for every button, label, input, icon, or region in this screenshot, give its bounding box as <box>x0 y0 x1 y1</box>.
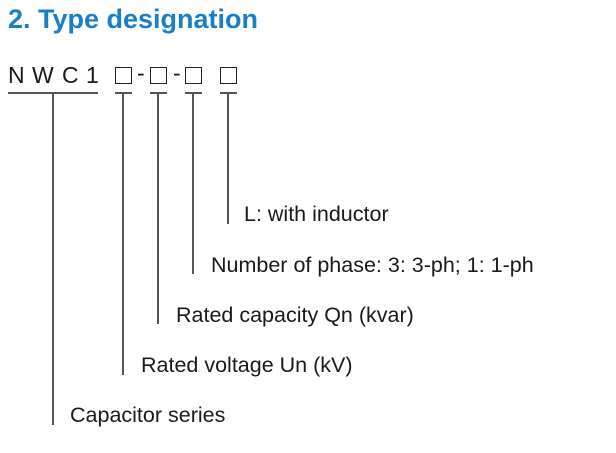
section-title: 2. Type designation <box>8 4 259 34</box>
code-separator: - <box>137 60 145 86</box>
voltage-leader-line <box>122 92 124 375</box>
phase-leader-line <box>192 92 194 274</box>
box-underline <box>115 92 132 94</box>
code-letter-n: N <box>8 62 25 88</box>
label-series: Capacitor series <box>70 403 226 427</box>
code-separator: - <box>173 60 181 86</box>
label-capacity: Rated capacity Qn (kvar) <box>176 303 414 327</box>
label-phase: Number of phase: 3: 3-ph; 1: 1-ph <box>211 253 534 277</box>
box-underline <box>220 92 237 94</box>
placeholder-box-voltage <box>115 67 132 84</box>
capacity-leader-line <box>157 92 159 324</box>
label-voltage: Rated voltage Un (kV) <box>141 353 353 377</box>
placeholder-box-capacity <box>150 67 167 84</box>
code-letter-c: C <box>62 62 79 88</box>
label-inductor: L: with inductor <box>244 202 389 226</box>
inductor-leader-line <box>227 92 229 224</box>
box-underline <box>150 92 167 94</box>
code-digit-1: 1 <box>86 62 99 88</box>
placeholder-box-phase <box>185 67 202 84</box>
series-leader-line <box>52 92 54 425</box>
code-letter-w: W <box>32 62 54 88</box>
box-underline <box>185 92 202 94</box>
placeholder-box-inductor <box>220 67 237 84</box>
